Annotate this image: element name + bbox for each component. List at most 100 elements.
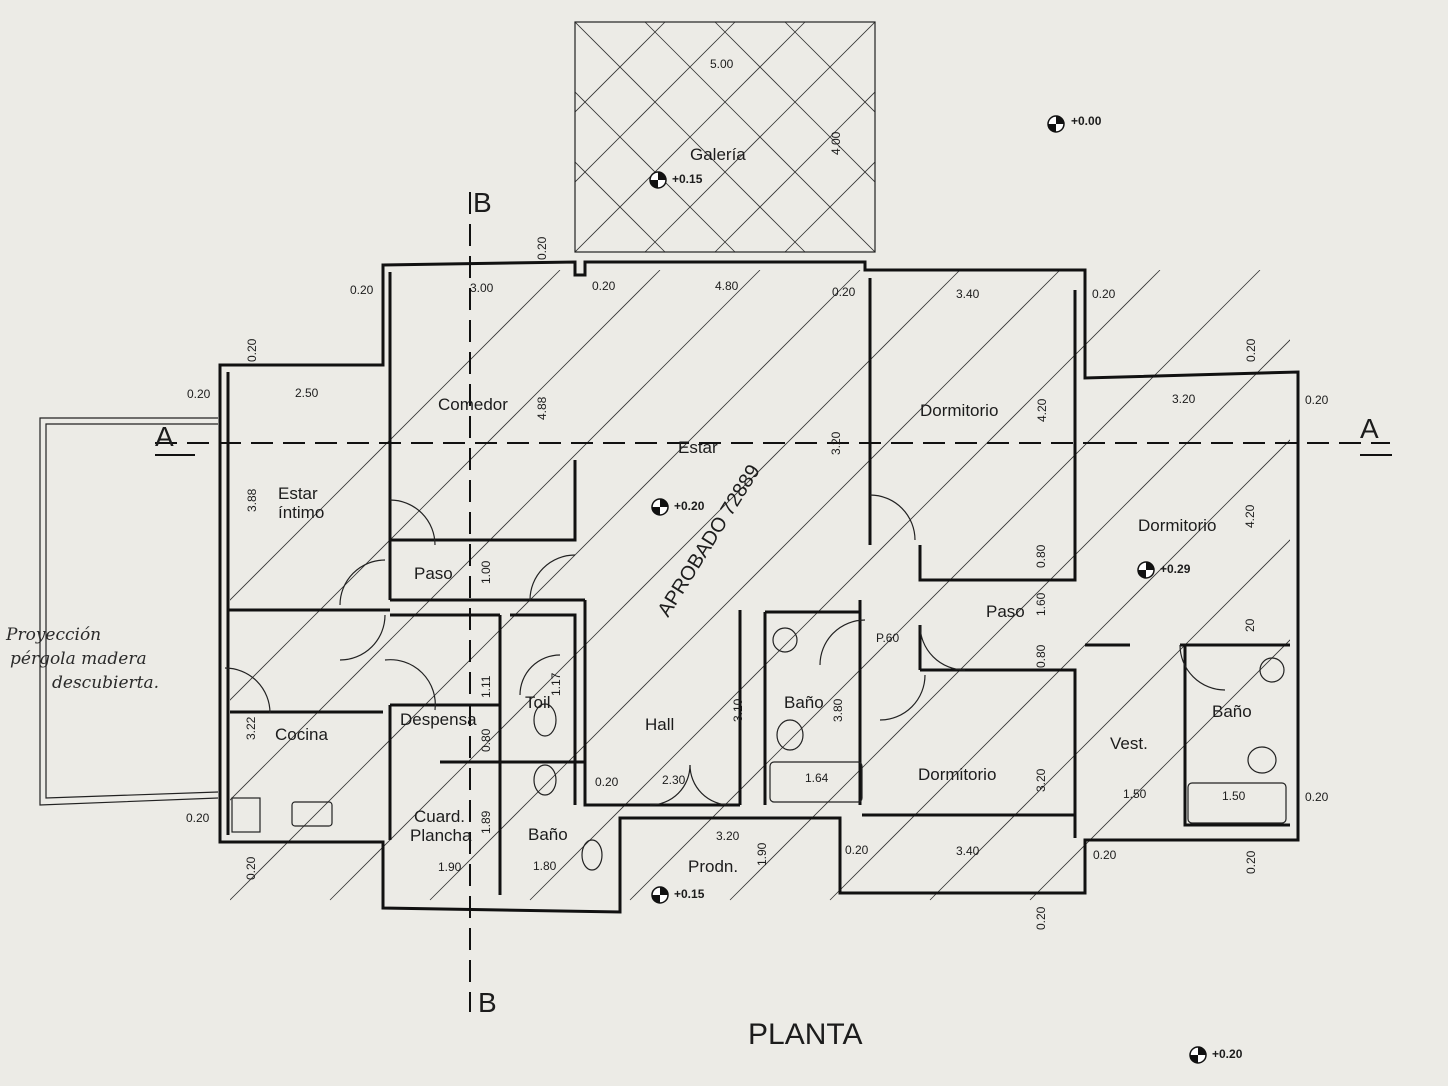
dim-label: 0.20 — [186, 811, 210, 825]
dim-label: 20 — [1243, 618, 1257, 632]
galeria-hatch — [575, 22, 875, 252]
room-hall: Hall — [645, 715, 674, 734]
dim-label: 1.00 — [479, 560, 493, 584]
dim-label: 0.20 — [1092, 287, 1116, 301]
dim-label: 1.17 — [549, 672, 563, 696]
room-cuard-1: Cuard. — [414, 807, 465, 826]
bathtub-icon — [769, 761, 863, 803]
dim-label: 0.20 — [350, 283, 374, 297]
level-galeria: +0.15 — [672, 172, 703, 186]
toilet-icon — [533, 764, 557, 796]
room-bano-right: Baño — [1212, 702, 1252, 721]
dim-label: 0.20 — [187, 387, 211, 401]
pergola-projection — [39, 417, 219, 806]
room-bano-small: Baño — [528, 825, 568, 844]
note-line-3: descubierta. — [52, 673, 159, 693]
dim-label: 0.20 — [1244, 338, 1258, 362]
room-galeria: Galería — [690, 145, 746, 164]
room-vest: Vest. — [1110, 734, 1148, 753]
section-a-right: A — [1360, 413, 1379, 444]
dim-label: 1.50 — [1222, 789, 1246, 803]
dim-label: 1.50 — [1123, 787, 1147, 801]
dim-label: 3.22 — [244, 716, 258, 740]
room-dormitorio-right: Dormitorio — [1138, 516, 1216, 535]
note-line-2: pérgola madera — [10, 649, 147, 669]
dim-label: 0.20 — [1034, 906, 1048, 930]
dim-label: 0.80 — [1034, 544, 1048, 568]
page-title: PLANTA — [748, 1018, 862, 1051]
section-a-left: A — [155, 421, 174, 452]
dim-label: 1.90 — [438, 860, 462, 874]
dim-label: 4.80 — [715, 279, 739, 293]
dim-label: 0.20 — [244, 856, 258, 880]
dim-label: 3.88 — [245, 488, 259, 512]
room-toil: Toil — [525, 693, 551, 712]
dim-label: 0.20 — [592, 279, 616, 293]
sink-icon — [772, 627, 798, 653]
dim-label: 3.40 — [956, 287, 980, 301]
dim-label: 3.20 — [1034, 768, 1048, 792]
dim-label: 0.20 — [1305, 393, 1329, 407]
dim-label: 1.89 — [479, 810, 493, 834]
dim-label: 3.20 — [1172, 392, 1196, 406]
level-marker-icon — [649, 115, 1207, 1064]
room-prodn: Prodn. — [688, 857, 738, 876]
dim-label: 3.20 — [829, 431, 843, 455]
note-line-1: Proyección — [5, 625, 101, 645]
dim-label: P.60 — [876, 631, 899, 645]
level-ext-bottom: +0.20 — [1212, 1047, 1243, 1061]
stove-icon — [231, 797, 261, 833]
room-cocina: Cocina — [275, 725, 328, 744]
walls — [218, 260, 1300, 914]
level-estar: +0.20 — [674, 499, 705, 513]
dimensions-vertical: 4.00 0.20 0.20 4.88 3.20 4.20 0.20 3.88 … — [244, 131, 1258, 930]
dim-label: 0.20 — [535, 236, 549, 260]
interior-hatch — [230, 270, 1290, 901]
dim-label: 4.88 — [535, 396, 549, 420]
toilet-icon — [776, 719, 804, 751]
dim-label: 0.20 — [845, 843, 869, 857]
toilet-icon — [533, 703, 557, 737]
dim-label: 0.20 — [1244, 850, 1258, 874]
dim-label: 3.80 — [831, 698, 845, 722]
dim-label: 1.90 — [755, 842, 769, 866]
dim-label: 0.80 — [1034, 644, 1048, 668]
dim-label: 4.20 — [1035, 398, 1049, 422]
dim-label: 0.20 — [832, 285, 856, 299]
sink-icon — [1259, 657, 1285, 683]
dim-label: 4.00 — [829, 131, 843, 155]
door-swings — [224, 494, 1226, 806]
dim-label: 4.20 — [1243, 504, 1257, 528]
dim-label: 2.30 — [662, 773, 686, 787]
room-despensa: Despensa — [400, 710, 477, 729]
dim-label: 0.20 — [1305, 790, 1329, 804]
section-b-top: B — [473, 187, 492, 218]
room-bano-center: Baño — [784, 693, 824, 712]
dim-label: 1.80 — [533, 859, 557, 873]
approval-stamp: APROBADO 72889 — [654, 461, 765, 621]
room-paso-right: Paso — [986, 602, 1025, 621]
fixtures — [231, 627, 1287, 871]
level-dormitorio: +0.29 — [1160, 562, 1191, 576]
dim-label: 0.80 — [479, 728, 493, 752]
room-comedor: Comedor — [438, 395, 508, 414]
room-dormitorio-top: Dormitorio — [920, 401, 998, 420]
dim-label: 3.40 — [956, 844, 980, 858]
dim-label: 5.00 — [710, 57, 734, 71]
dim-label: 3.20 — [716, 829, 740, 843]
room-estar: Estar — [678, 438, 718, 457]
bathtub-icon — [1187, 782, 1287, 824]
toilet-icon — [1247, 746, 1277, 774]
dim-label: 1.60 — [1034, 592, 1048, 616]
galeria-outline — [574, 21, 876, 253]
dim-label: 2.50 — [295, 386, 319, 400]
dim-label: 0.20 — [595, 775, 619, 789]
dim-label: 0.20 — [245, 338, 259, 362]
sink-icon — [581, 839, 603, 871]
room-estar-intimo-2: íntimo — [278, 503, 324, 522]
dim-label: 1.11 — [479, 675, 493, 698]
dim-label: 3.00 — [470, 281, 494, 295]
room-estar-intimo-1: Estar — [278, 484, 318, 503]
room-cuard-2: Plancha — [410, 826, 472, 845]
